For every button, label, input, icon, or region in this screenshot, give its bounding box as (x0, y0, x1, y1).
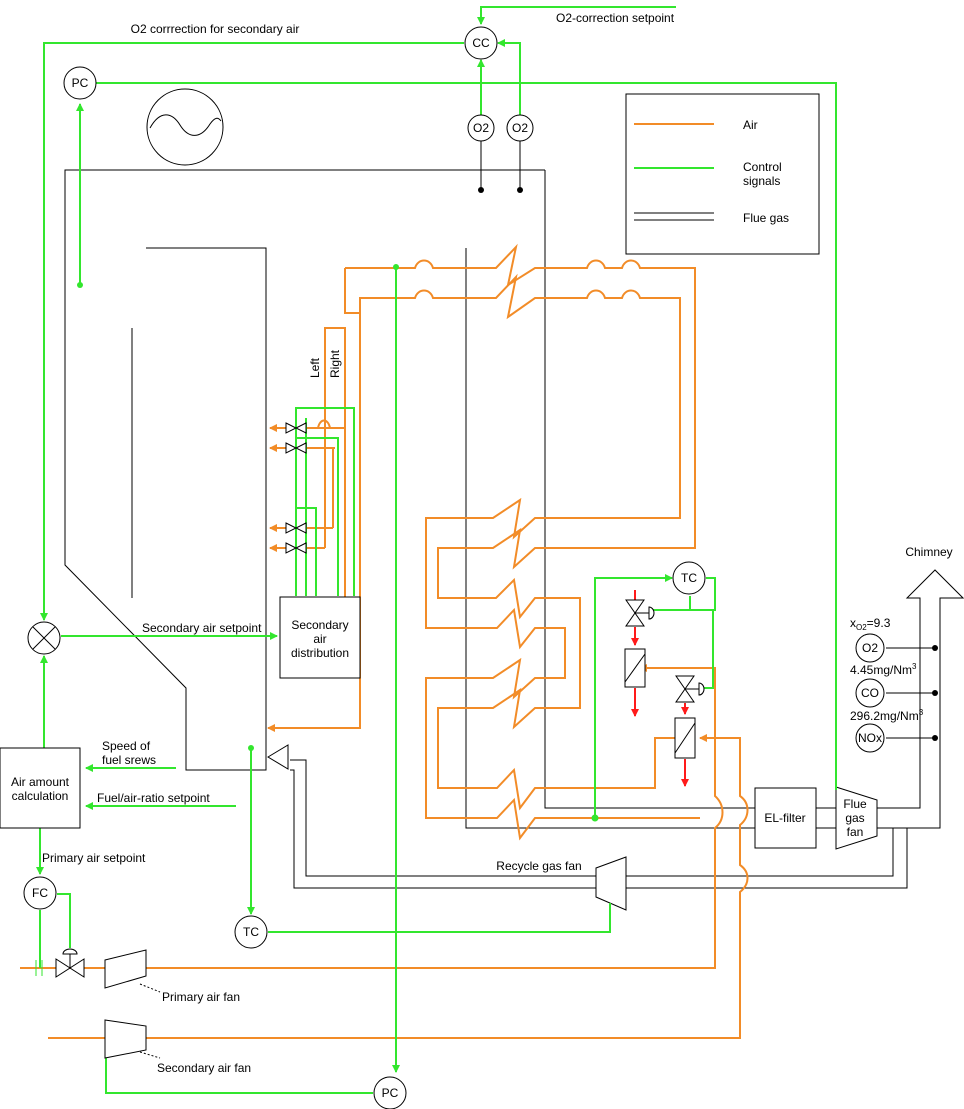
instrument-cc: CC (464, 26, 498, 60)
legend: Air Control signals Flue gas (625, 93, 820, 255)
o2-b-label: O2 (512, 121, 528, 135)
co-stack-label: CO (861, 686, 879, 700)
el-filter: EL-filter (754, 787, 817, 849)
secondary-air-valves (285, 422, 307, 554)
tc-bottom-label: TC (243, 925, 259, 939)
secondary-air-distribution-box: Secondary air distribution (279, 596, 361, 679)
speed-of-fuel-screws-label-2: fuel srews (102, 753, 156, 767)
air-amount-calculation-box: Air amount calculation (0, 747, 81, 829)
chimney-label: Chimney (905, 545, 952, 559)
aac-label-1: Air amount (11, 775, 70, 789)
primary-air-train: Primary air fan (35, 948, 240, 1004)
pc-top-label: PC (72, 76, 89, 90)
multiplier-icon (27, 621, 61, 655)
primary-air-setpoint-label: Primary air setpoint (42, 851, 146, 865)
tc-right-label: TC (681, 571, 697, 585)
secondary-air-fan-label: Secondary air fan (157, 1061, 251, 1075)
instrument-o2-b: O2 (506, 114, 534, 142)
stack-measurements: O2 CO NOx xO2=9.3 4.45mg/Nm3 296.2mg/Nm3… (850, 545, 953, 753)
valve-icon (285, 422, 307, 434)
nox-stack-label: NOx (858, 731, 882, 745)
instrument-tc-right: TC (672, 561, 706, 595)
instrument-fc: FC (23, 876, 57, 910)
legend-control-label-1: Control (743, 160, 782, 174)
valve-icon (285, 442, 307, 454)
air-lines (20, 243, 749, 1039)
primary-air-fan-icon (104, 949, 147, 989)
fuel-air-ratio-setpoint-label: Fuel/air-ratio setpoint (97, 791, 210, 805)
control-valve-icon (55, 948, 85, 978)
boiler-furnace (64, 88, 755, 829)
flue-gas-fan: Flue gas fan (835, 786, 878, 850)
instrument-tc-bottom: TC (234, 915, 268, 949)
instrument-o2-a: O2 (467, 114, 495, 142)
legend-control-label-2: signals (743, 174, 780, 188)
recycle-gas-fan: Recycle gas fan (496, 856, 627, 911)
left-label: Left (308, 357, 322, 378)
flue-gas-fan-label-1: Flue (843, 797, 867, 811)
secondary-air-fan-icon (104, 1019, 147, 1059)
flue-gas-fan-label-3: fan (847, 825, 864, 839)
valve-icon (285, 522, 307, 534)
co-reading: 4.45mg/Nm3 (850, 662, 917, 677)
control-valve-icon (625, 599, 655, 627)
tc-valves (624, 590, 705, 787)
cc-label: CC (472, 36, 490, 50)
legend-flue-label: Flue gas (743, 211, 789, 225)
instrument-pc-bottom: PC (373, 1076, 407, 1109)
fc-label: FC (32, 886, 48, 900)
measurement-points (77, 140, 599, 822)
instrument-o2-stack: O2 (855, 633, 885, 663)
control-valve-icon (675, 675, 705, 703)
secondary-air-setpoint-label: Secondary air setpoint (142, 621, 262, 635)
nox-reading: 296.2mg/Nm3 (850, 708, 924, 723)
el-filter-label: EL-filter (764, 811, 805, 825)
instrument-co-stack: CO (855, 678, 885, 708)
flue-gas-fan-label-2: gas (845, 811, 864, 825)
o2-stack-label: O2 (862, 641, 878, 655)
legend-air-label: Air (743, 118, 758, 132)
xo2-reading: xO2=9.3 (850, 616, 891, 632)
instrument-pc-top: PC (63, 66, 97, 100)
recycle-gas-fan-label: Recycle gas fan (496, 859, 581, 873)
annotations: O2 corrrection for secondary air O2-corr… (42, 11, 675, 865)
pc-bottom-label: PC (382, 1086, 399, 1100)
sad-label-3: distribution (291, 646, 349, 660)
o2-correction-setpoint-label: O2-correction setpoint (556, 11, 675, 25)
steam-drum-icon (146, 88, 224, 166)
speed-of-fuel-screws-label-1: Speed of (102, 739, 151, 753)
aac-label-2: calculation (12, 789, 69, 803)
sad-label-1: Secondary (291, 618, 348, 632)
o2-a-label: O2 (473, 121, 489, 135)
sad-label-2: air (313, 632, 326, 646)
secondary-air-train: Secondary air fan (104, 1019, 251, 1075)
o2-correction-secondary-air-label: O2 corrrection for secondary air (131, 22, 300, 36)
instrument-nox-stack: NOx (855, 723, 885, 753)
right-label: Right (328, 349, 342, 378)
valve-icon (285, 542, 307, 554)
primary-air-fan-label: Primary air fan (162, 990, 240, 1004)
